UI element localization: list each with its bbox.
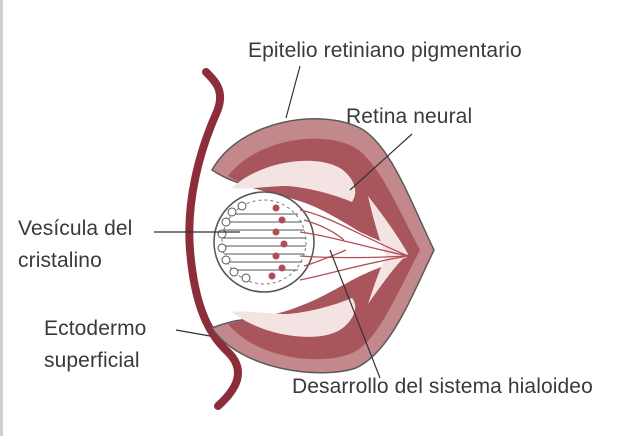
intraretinal-space: [232, 160, 356, 202]
label-rpe: Epitelio retiniano pigmentario: [248, 39, 522, 62]
label-surface-ectoderm-2: superficial: [44, 349, 140, 372]
lens-vesicle: [213, 191, 315, 293]
hyaloid-dots: [268, 204, 288, 280]
hyaloid-vessels: [299, 209, 409, 281]
label-lens-vesicle-1: Vesícula del: [18, 217, 133, 240]
surface-ectoderm: [185, 68, 242, 410]
left-border: [0, 0, 3, 436]
label-lens-vesicle-2: cristalino: [18, 249, 102, 272]
label-surface-ectoderm-1: Ectodermo: [44, 317, 147, 340]
intraretinal-space-tip: [368, 196, 408, 304]
leader-lines: [154, 65, 413, 379]
label-neural-retina: Retina neural: [346, 105, 473, 128]
intraretinal-space-lower: [232, 298, 356, 337]
label-hyaloid-system: Desarrollo del sistema hialoideo: [292, 375, 593, 398]
